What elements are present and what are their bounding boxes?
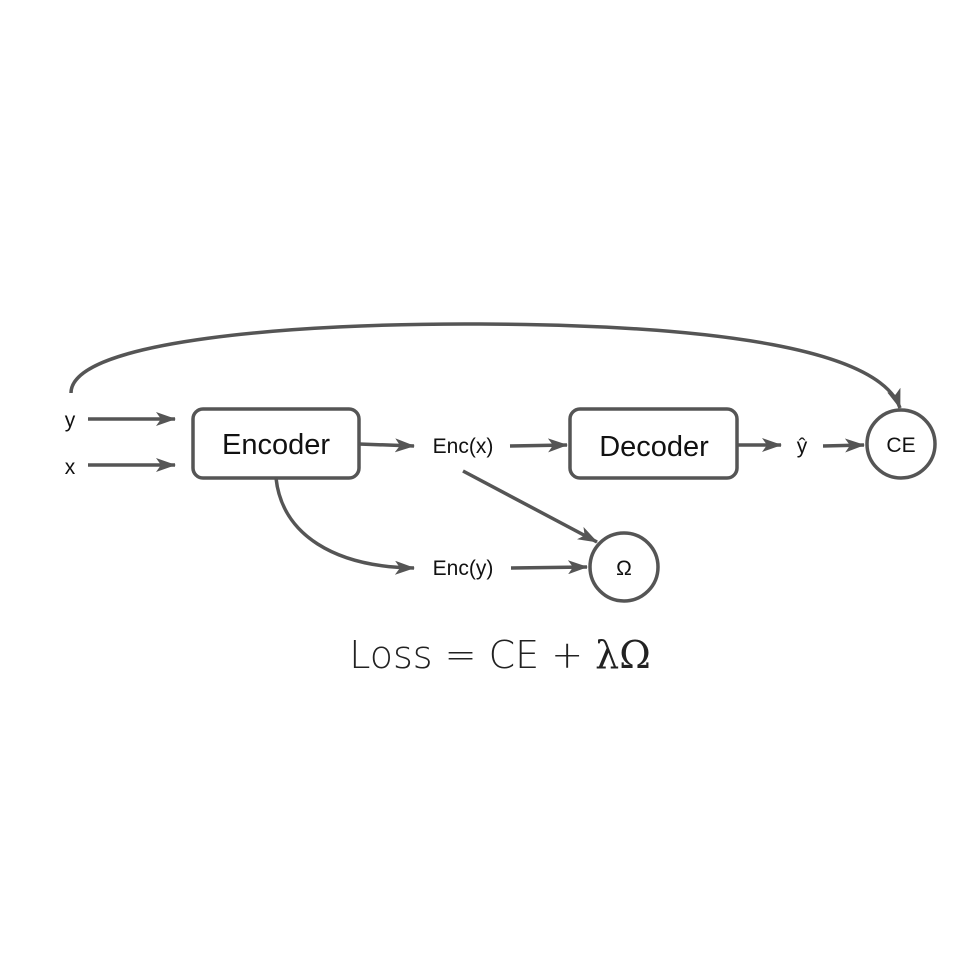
encoder-box: Encoder — [191, 407, 361, 480]
enc-x-label: Enc(x) — [433, 435, 494, 458]
omega-node: Ω — [588, 531, 660, 603]
arrow-encoder-to-enc-y — [274, 477, 415, 575]
arrow-y-to-ce-arc — [69, 322, 902, 409]
y-hat-label: ŷ — [797, 435, 808, 458]
arrow-y-hat-to-ce — [822, 438, 865, 453]
loss-formula-lhs: Loss = CE + — [349, 633, 595, 677]
lambda-symbol: λ — [595, 633, 619, 677]
decoder-label: Decoder — [599, 431, 709, 463]
input-y-label: y — [65, 409, 76, 432]
arrow-enc-x-to-omega — [462, 469, 598, 544]
ce-node: CE — [865, 408, 937, 480]
arrow-encoder-to-enc-x — [358, 438, 415, 453]
encoder-label: Encoder — [222, 429, 330, 461]
arrow-enc-x-to-decoder — [509, 438, 568, 453]
arrow-enc-y-to-omega — [510, 560, 588, 575]
omega-label: Ω — [616, 557, 632, 580]
enc-y-label: Enc(y) — [433, 557, 494, 580]
decoder-box: Decoder — [568, 407, 739, 480]
omega-symbol: Ω — [619, 633, 651, 677]
input-x-label: x — [65, 456, 76, 479]
ce-label: CE — [886, 434, 915, 457]
loss-formula: Loss = CE + λΩ — [349, 633, 651, 677]
